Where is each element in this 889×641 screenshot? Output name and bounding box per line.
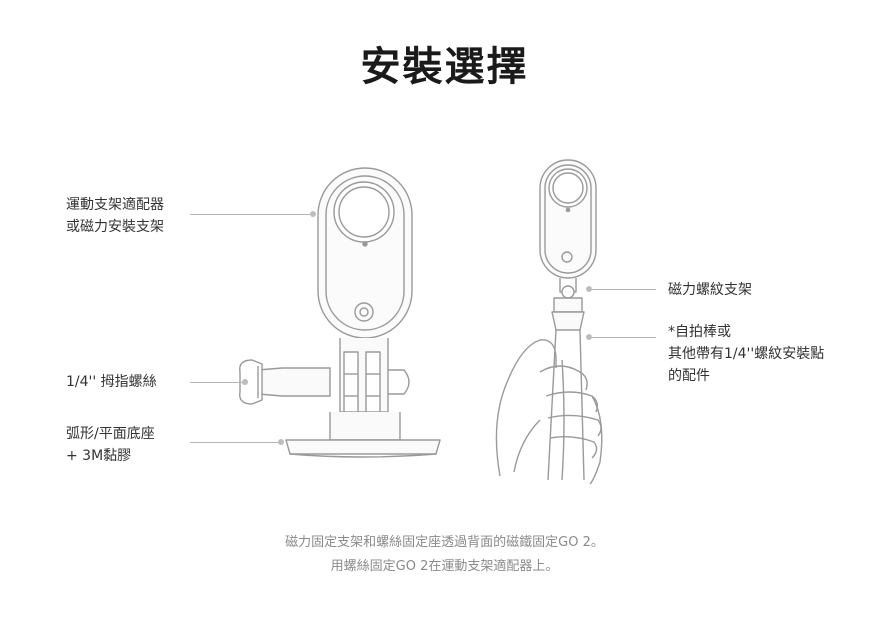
go2-camera-right [539, 159, 597, 279]
mount-prongs [339, 338, 389, 413]
leader-adapter [190, 214, 312, 215]
leader-selfie-stick [592, 337, 656, 338]
label-selfie-line3: 的配件 [668, 368, 710, 384]
hand-illustration [495, 339, 603, 485]
leader-dot-thumbscrew [242, 379, 248, 385]
label-adapter-line2: 或磁力安裝支架 [66, 219, 164, 235]
caption-line2: 用螺絲固定GO 2在運動支架適配器上。 [330, 559, 559, 574]
label-magnetic-mount-text: 磁力螺紋支架 [668, 282, 752, 298]
label-base-line2: + 3M黏膠 [66, 448, 132, 464]
label-thumbscrew-text: 1/4'' 拇指螺絲 [66, 374, 157, 390]
go2-camera-in-adapter-left [317, 167, 413, 339]
leader-dot-adapter [310, 211, 316, 217]
magnetic-threaded-mount [553, 278, 583, 313]
label-thumbscrew: 1/4'' 拇指螺絲 [66, 371, 157, 393]
mount-base-illustration [285, 412, 441, 458]
leader-base [190, 442, 280, 443]
leader-dot-selfie-stick [586, 334, 592, 340]
label-selfie-stick: *自拍棒或 其他帶有1/4''螺紋安裝點 的配件 [668, 321, 824, 387]
label-adapter: 運動支架適配器 或磁力安裝支架 [66, 194, 164, 238]
label-selfie-line2: 其他帶有1/4''螺紋安裝點 [668, 346, 825, 362]
leader-magnetic-mount [592, 289, 656, 290]
leader-dot-magnetic-mount [586, 286, 592, 292]
page-title: 安裝選擇 [360, 44, 529, 90]
label-base-line1: 弧形/平面底座 [66, 426, 155, 442]
leader-dot-base [278, 439, 284, 445]
label-base: 弧形/平面底座 + 3M黏膠 [66, 423, 155, 467]
selfie-stick [547, 311, 585, 481]
caption-line1: 磁力固定支架和螺絲固定座透過背面的磁鐵固定GO 2。 [285, 535, 604, 550]
label-adapter-line1: 運動支架適配器 [66, 197, 164, 213]
label-selfie-line1: *自拍棒或 [668, 324, 731, 340]
label-magnetic-mount: 磁力螺紋支架 [668, 279, 752, 301]
thumbscrew-illustration [239, 359, 410, 405]
leader-thumbscrew [190, 382, 244, 383]
